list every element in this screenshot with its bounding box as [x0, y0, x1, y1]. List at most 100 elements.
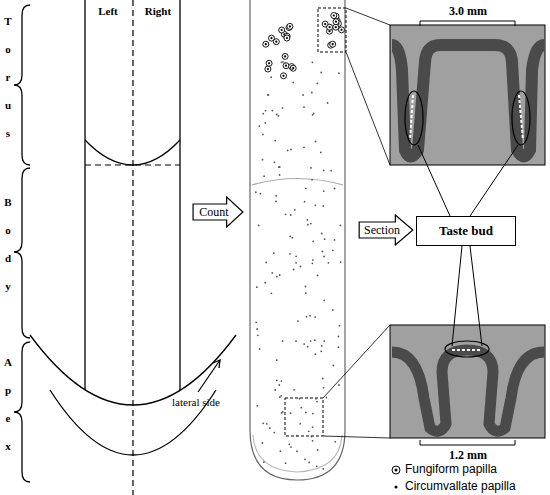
circumvallate-dot — [323, 170, 325, 172]
fungiform-dot — [282, 53, 288, 59]
annotation: lateral side — [172, 396, 220, 408]
circumvallate-dot — [334, 441, 336, 443]
region-label: Torus — [2, 15, 14, 155]
circumvallate-dot — [274, 140, 276, 142]
circumvallate-dot — [303, 106, 305, 108]
circumvallate-dot — [255, 191, 257, 193]
circumvallate-dot — [295, 340, 297, 342]
circumvallate-dot — [322, 251, 324, 253]
block-arrow-outline — [193, 197, 243, 227]
circumvallate-dot — [323, 300, 325, 302]
circumvallate-dot — [288, 443, 290, 445]
circumvallate-dot — [280, 395, 282, 397]
circumvallate-dot — [311, 436, 313, 438]
circumvallate-dot — [280, 450, 282, 452]
legend-text: Circumvallate papilla — [405, 479, 516, 493]
taste-bud-cells — [452, 349, 482, 351]
circumvallate-dot — [323, 190, 325, 192]
circumvallate-dot — [308, 430, 310, 432]
circumvallate-dot — [265, 262, 267, 264]
fungiform-dot-center — [329, 26, 331, 28]
circumvallate-dot — [326, 397, 328, 399]
dimension-label: 3.0 mm — [449, 4, 487, 19]
circumvallate-dot — [305, 187, 307, 189]
circumvallate-dot — [306, 316, 308, 318]
circumvallate-dot — [282, 340, 284, 342]
circumvallate-dot — [276, 114, 278, 116]
circumvallate-dot — [267, 94, 269, 96]
circumvallate-dot — [271, 292, 273, 294]
circumvallate-dot — [311, 179, 313, 181]
node-text: Section — [364, 223, 400, 238]
circumvallate-dot — [264, 282, 266, 284]
circumvallate-dot — [307, 346, 309, 348]
circumvallate-dot — [312, 426, 314, 428]
circumvallate-dot — [312, 440, 314, 442]
circumvallate-dot — [312, 413, 314, 415]
circumvallate-dot — [330, 170, 332, 172]
circumvallate-dot — [278, 115, 280, 117]
circumvallate-dot — [300, 266, 302, 268]
circumvallate-dot — [273, 252, 275, 254]
circumvallate-dot — [310, 167, 312, 169]
tongue-right-edge — [179, 0, 180, 390]
tongue-left-edge — [84, 0, 85, 390]
fungiform-dot-center — [270, 37, 272, 39]
circumvallate-dot — [307, 219, 309, 221]
circumvallate-dot — [323, 387, 325, 389]
circumvallate-dot — [321, 345, 323, 347]
zoom-line — [323, 325, 390, 398]
circumvallate-dot — [332, 365, 334, 367]
taste-bud-ring — [512, 91, 530, 145]
circumvallate-dot — [285, 462, 287, 464]
circumvallate-dot — [314, 316, 316, 318]
circumvallate-dot — [308, 462, 310, 464]
arrow-head — [213, 360, 220, 368]
side-label: Left — [98, 5, 118, 17]
fungiform-dot-center — [282, 75, 284, 77]
circumvallate-dot — [338, 384, 340, 386]
circumvallate-dot — [328, 262, 330, 264]
fungiform-dot-center — [335, 21, 337, 23]
circumvallate-dot — [275, 201, 277, 203]
circumvallate-dot — [317, 449, 319, 451]
fungiform-dot — [266, 60, 272, 66]
circumvallate-dot — [290, 412, 292, 414]
circumvallate-dot — [334, 188, 336, 190]
circumvallate-dot — [276, 276, 278, 278]
leader-line — [452, 246, 462, 346]
circumvallate-dot — [324, 238, 326, 240]
circumvallate-dot — [258, 225, 260, 227]
circumvallate-dot — [304, 459, 306, 461]
circumvallate-dot — [310, 223, 312, 225]
fungiform-dot-center — [332, 43, 334, 45]
circumvallate-dot — [312, 114, 314, 116]
circumvallate-dot — [303, 343, 305, 345]
circumvallate-dot — [321, 233, 323, 235]
circumvallate-dot — [264, 122, 266, 124]
circumvallate-dot — [281, 61, 283, 63]
circumvallate-dot — [265, 110, 267, 112]
circumvallate-dot — [266, 423, 268, 425]
circumvallate-dot — [320, 350, 322, 352]
block-arrow-outline — [359, 215, 413, 245]
fungiform-dot-center — [333, 14, 335, 16]
fungiform-dot-center — [275, 41, 277, 43]
dimension-bracket — [420, 440, 515, 445]
torus-bracket — [14, 5, 30, 165]
fungiform-symbol — [392, 466, 400, 474]
zoom-box — [318, 8, 346, 52]
circumvallate-dot — [258, 125, 260, 127]
circumvallate-dot — [312, 61, 314, 63]
circumvallate-dot — [338, 336, 340, 338]
circumvallate-dot — [307, 224, 309, 226]
fungiform-dot-center — [289, 25, 291, 27]
fungiform-dot-center — [324, 23, 326, 25]
circumvallate-dot — [309, 315, 311, 317]
circumvallate-dot — [269, 427, 271, 429]
fungiform-dot-center — [267, 68, 269, 70]
circumvallate-dot — [267, 94, 269, 96]
taste-bud-ring — [405, 91, 423, 145]
